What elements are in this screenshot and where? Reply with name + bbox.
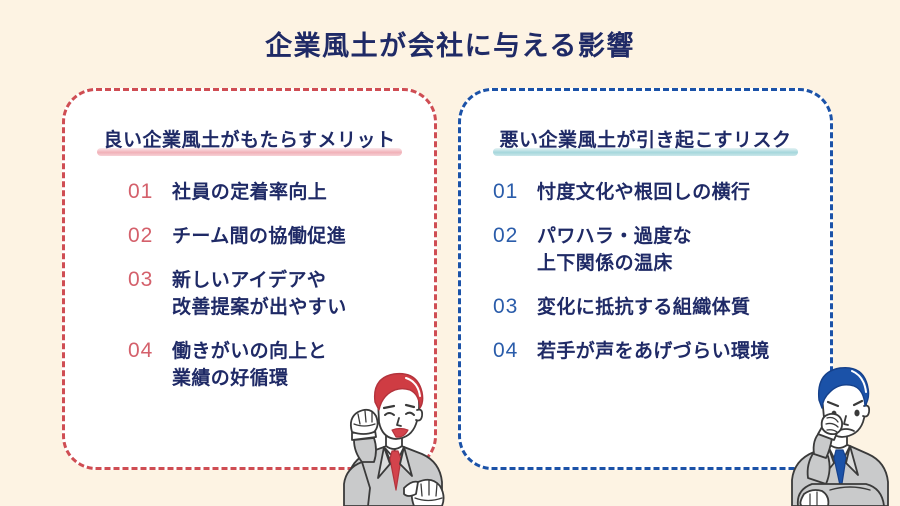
panel-merits-heading: 良い企業風土がもたらすメリット	[65, 125, 434, 156]
item-text: パワハラ・過度な 上下関係の温床	[537, 223, 692, 277]
heading-highlight: 悪い企業風土が引き起こすリスク	[493, 125, 798, 156]
item-text-line1: パワハラ・過度な	[537, 226, 693, 247]
item-text: 働きがいの向上と 業績の好循環	[172, 338, 327, 392]
item-number: 01	[493, 180, 519, 203]
item-number: 04	[128, 339, 154, 362]
list-item: 03 新しいアイデアや 改善提案が出やすい	[65, 267, 434, 321]
list-item: 01 忖度文化や根回しの横行	[461, 179, 830, 206]
item-number: 04	[493, 339, 519, 362]
item-text-line1: 忖度文化や根回しの横行	[537, 182, 751, 203]
item-text-line1: 働きがいの向上と	[172, 341, 328, 362]
item-text: 変化に抵抗する組織体質	[537, 294, 750, 321]
item-text-line2: 改善提案が出やすい	[172, 297, 347, 318]
item-text: 若手が声をあげづらい環境	[537, 338, 770, 365]
item-text: チーム間の協働促進	[172, 223, 346, 250]
list-item: 02 パワハラ・過度な 上下関係の温床	[461, 223, 830, 277]
item-number: 03	[493, 295, 519, 318]
item-text: 忖度文化や根回しの横行	[537, 179, 750, 206]
list-item: 01 社員の定着率向上	[65, 179, 434, 206]
item-text-line1: 社員の定着率向上	[172, 182, 328, 203]
item-text-line1: 変化に抵抗する組織体質	[537, 297, 751, 318]
item-text-line1: 若手が声をあげづらい環境	[537, 341, 770, 362]
panel-risks: 悪い企業風土が引き起こすリスク 01 忖度文化や根回しの横行 02 パワハラ・過…	[458, 88, 833, 470]
item-text-line1: 新しいアイデアや	[172, 270, 327, 291]
heading-highlight: 良い企業風土がもたらすメリット	[97, 125, 402, 156]
item-text: 新しいアイデアや 改善提案が出やすい	[172, 267, 347, 321]
panel-merits-list: 01 社員の定着率向上 02 チーム間の協働促進 03 新しいアイデアや 改善提…	[65, 179, 434, 409]
page-title: 企業風土が会社に与える影響	[265, 31, 635, 61]
list-item: 04 働きがいの向上と 業績の好循環	[65, 338, 434, 392]
list-item: 03 変化に抵抗する組織体質	[461, 294, 830, 321]
item-number: 03	[128, 268, 154, 291]
list-item: 04 若手が声をあげづらい環境	[461, 338, 830, 365]
item-text-line2: 業績の好循環	[172, 368, 289, 389]
item-text-line1: チーム間の協働促進	[172, 226, 347, 247]
item-number: 02	[493, 224, 519, 247]
panel-merits: 良い企業風土がもたらすメリット 01 社員の定着率向上 02 チーム間の協働促進…	[62, 88, 437, 470]
list-item: 02 チーム間の協働促進	[65, 223, 434, 250]
item-text-line2: 上下関係の温床	[537, 253, 673, 274]
panel-risks-heading: 悪い企業風土が引き起こすリスク	[461, 125, 830, 156]
panel-risks-list: 01 忖度文化や根回しの横行 02 パワハラ・過度な 上下関係の温床 03 変化…	[461, 179, 830, 382]
item-number: 02	[128, 224, 154, 247]
item-text: 社員の定着率向上	[172, 179, 327, 206]
item-number: 01	[128, 180, 154, 203]
